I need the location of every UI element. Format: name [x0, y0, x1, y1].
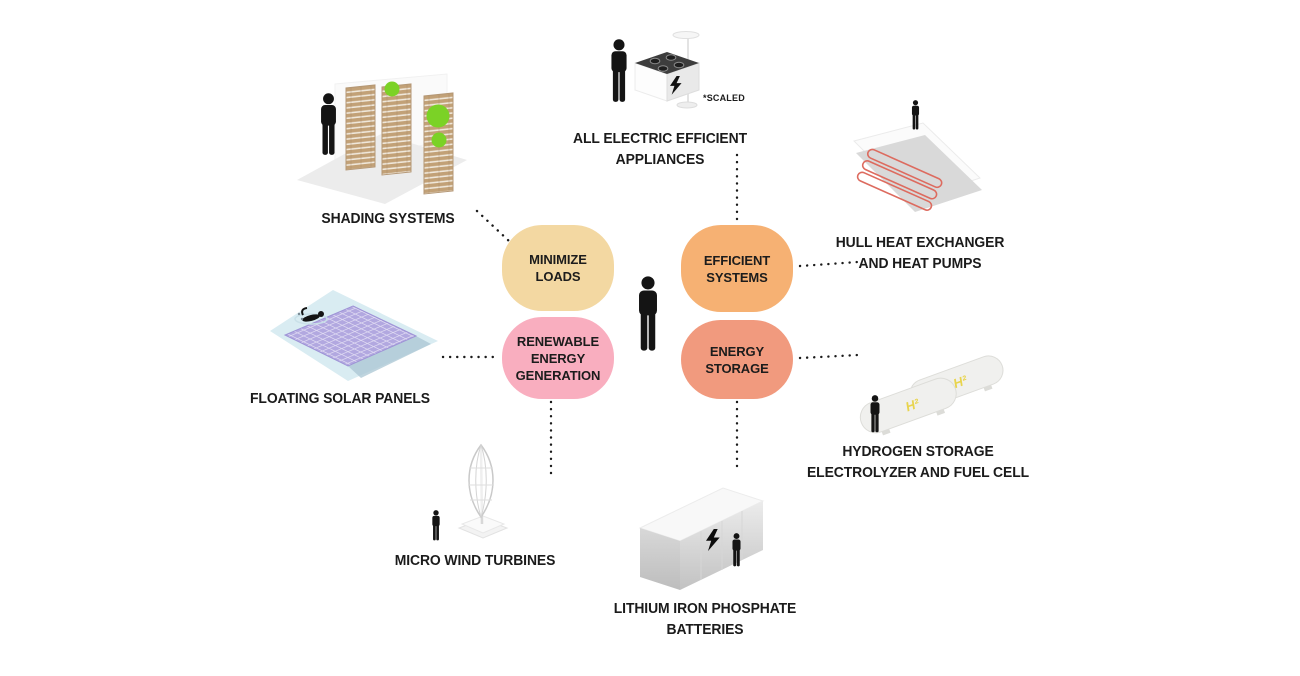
panel-seams	[700, 511, 743, 580]
bubble-energy-storage: ENERGY STORAGE	[681, 320, 793, 399]
battery-label: LITHIUM IRON PHOSPHATE BATTERIES	[613, 601, 797, 638]
h2-marking: H²	[951, 372, 970, 391]
panel-shadow	[348, 336, 431, 378]
hull-slab-underside	[856, 135, 982, 212]
battery-box-side	[640, 528, 680, 590]
induction-stove-cube	[634, 52, 700, 102]
hydrogen-storage-illustration: H² H²	[848, 333, 1008, 443]
burner-rings	[649, 54, 685, 72]
hull-heat-exchanger-label: HULL HEAT EXCHANGER AND HEAT PUMPS	[835, 235, 1005, 272]
wind-turbine-illustration	[408, 438, 558, 548]
hydrogen-storage-label: HYDROGEN STORAGE ELECTROLYZER AND FUEL C…	[806, 444, 1030, 481]
floating-solar-illustration	[253, 288, 443, 393]
shading-systems-label: SHADING SYSTEMS	[321, 211, 455, 227]
connector-shading-minimize	[475, 209, 511, 243]
lightning-bolt-icon	[670, 76, 682, 95]
appliances-label: ALL ELECTRIC EFFICIENT APPLIANCES	[573, 131, 747, 168]
bubble-efficient-systems: EFFICIENT SYSTEMS	[681, 225, 793, 312]
shading-systems-illustration	[283, 73, 473, 208]
solar-panel-array	[283, 305, 418, 367]
bubble-renewable-energy-generation: RENEWABLE ENERGY GENERATION	[502, 317, 614, 399]
h2-marking: H²	[903, 395, 922, 414]
floating-solar-label: FLOATING SOLAR PANELS	[250, 391, 430, 407]
occupant-person-icon	[634, 276, 662, 352]
person-icon	[611, 39, 627, 102]
hydrogen-tank-front: H²	[859, 377, 957, 436]
tree-spheres	[384, 81, 450, 148]
person-icon	[432, 510, 440, 541]
scaled-note: *SCALED	[703, 93, 745, 103]
appliances-illustration	[598, 23, 758, 118]
bubble-minimize-loads: MINIMIZE LOADS	[502, 225, 614, 311]
heat-exchanger-coils	[856, 148, 943, 211]
person-icon	[321, 93, 336, 155]
battery-illustration	[618, 473, 798, 598]
hull-heat-exchanger-illustration	[848, 100, 1008, 221]
swimmer-icon	[294, 307, 328, 325]
wind-turbines-label: MICRO WIND TURBINES	[394, 553, 556, 569]
lightning-bolt-icon	[706, 529, 720, 552]
turbine-base-top	[460, 515, 506, 534]
vertical-axis-turbine	[468, 443, 494, 525]
